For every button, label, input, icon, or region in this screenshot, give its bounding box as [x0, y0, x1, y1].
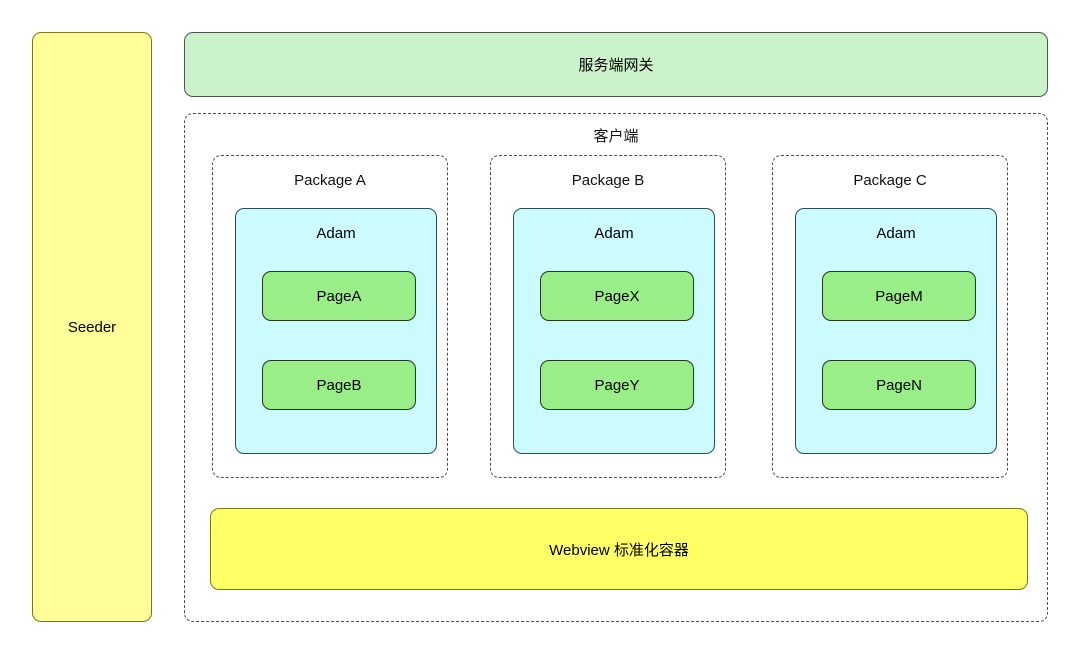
server-gateway-node[interactable]: 服务端网关 [184, 32, 1048, 97]
page-node-c-1[interactable]: PageM [822, 271, 976, 321]
package-group-b: Package B [490, 155, 726, 478]
webview-container-label: Webview 标准化容器 [549, 541, 689, 559]
page-label-b-2: PageY [594, 376, 640, 394]
page-label-a-1: PageA [316, 287, 362, 305]
adam-label-package-b: Adam [594, 225, 634, 242]
package-group-a-label: Package A [294, 172, 366, 189]
package-group-c: Package C [772, 155, 1008, 478]
page-node-a-2[interactable]: PageB [262, 360, 416, 410]
page-node-b-1[interactable]: PageX [540, 271, 694, 321]
page-node-a-1[interactable]: PageA [262, 271, 416, 321]
page-label-c-2: PageN [876, 376, 922, 394]
package-group-b-label: Package B [571, 172, 645, 189]
adam-node-package-b[interactable]: Adam [513, 208, 715, 454]
adam-node-package-c[interactable]: Adam [795, 208, 997, 454]
seeder-node[interactable]: Seeder [32, 32, 152, 622]
package-group-c-label: Package C [853, 172, 927, 189]
server-gateway-label: 服务端网关 [578, 57, 654, 74]
package-group-a: Package A [212, 155, 448, 478]
seeder-label: Seeder [67, 318, 117, 336]
webview-container-node[interactable]: Webview 标准化容器 [210, 508, 1028, 590]
page-node-b-2[interactable]: PageY [540, 360, 694, 410]
page-label-b-1: PageX [594, 287, 640, 305]
page-node-c-2[interactable]: PageN [822, 360, 976, 410]
client-container: 客户端 [184, 113, 1048, 622]
adam-node-package-a[interactable]: Adam [235, 208, 437, 454]
adam-label-package-c: Adam [876, 225, 916, 242]
page-label-a-2: PageB [316, 376, 362, 394]
client-container-label: 客户端 [593, 128, 639, 145]
page-label-c-1: PageM [875, 287, 923, 305]
adam-label-package-a: Adam [316, 225, 356, 242]
